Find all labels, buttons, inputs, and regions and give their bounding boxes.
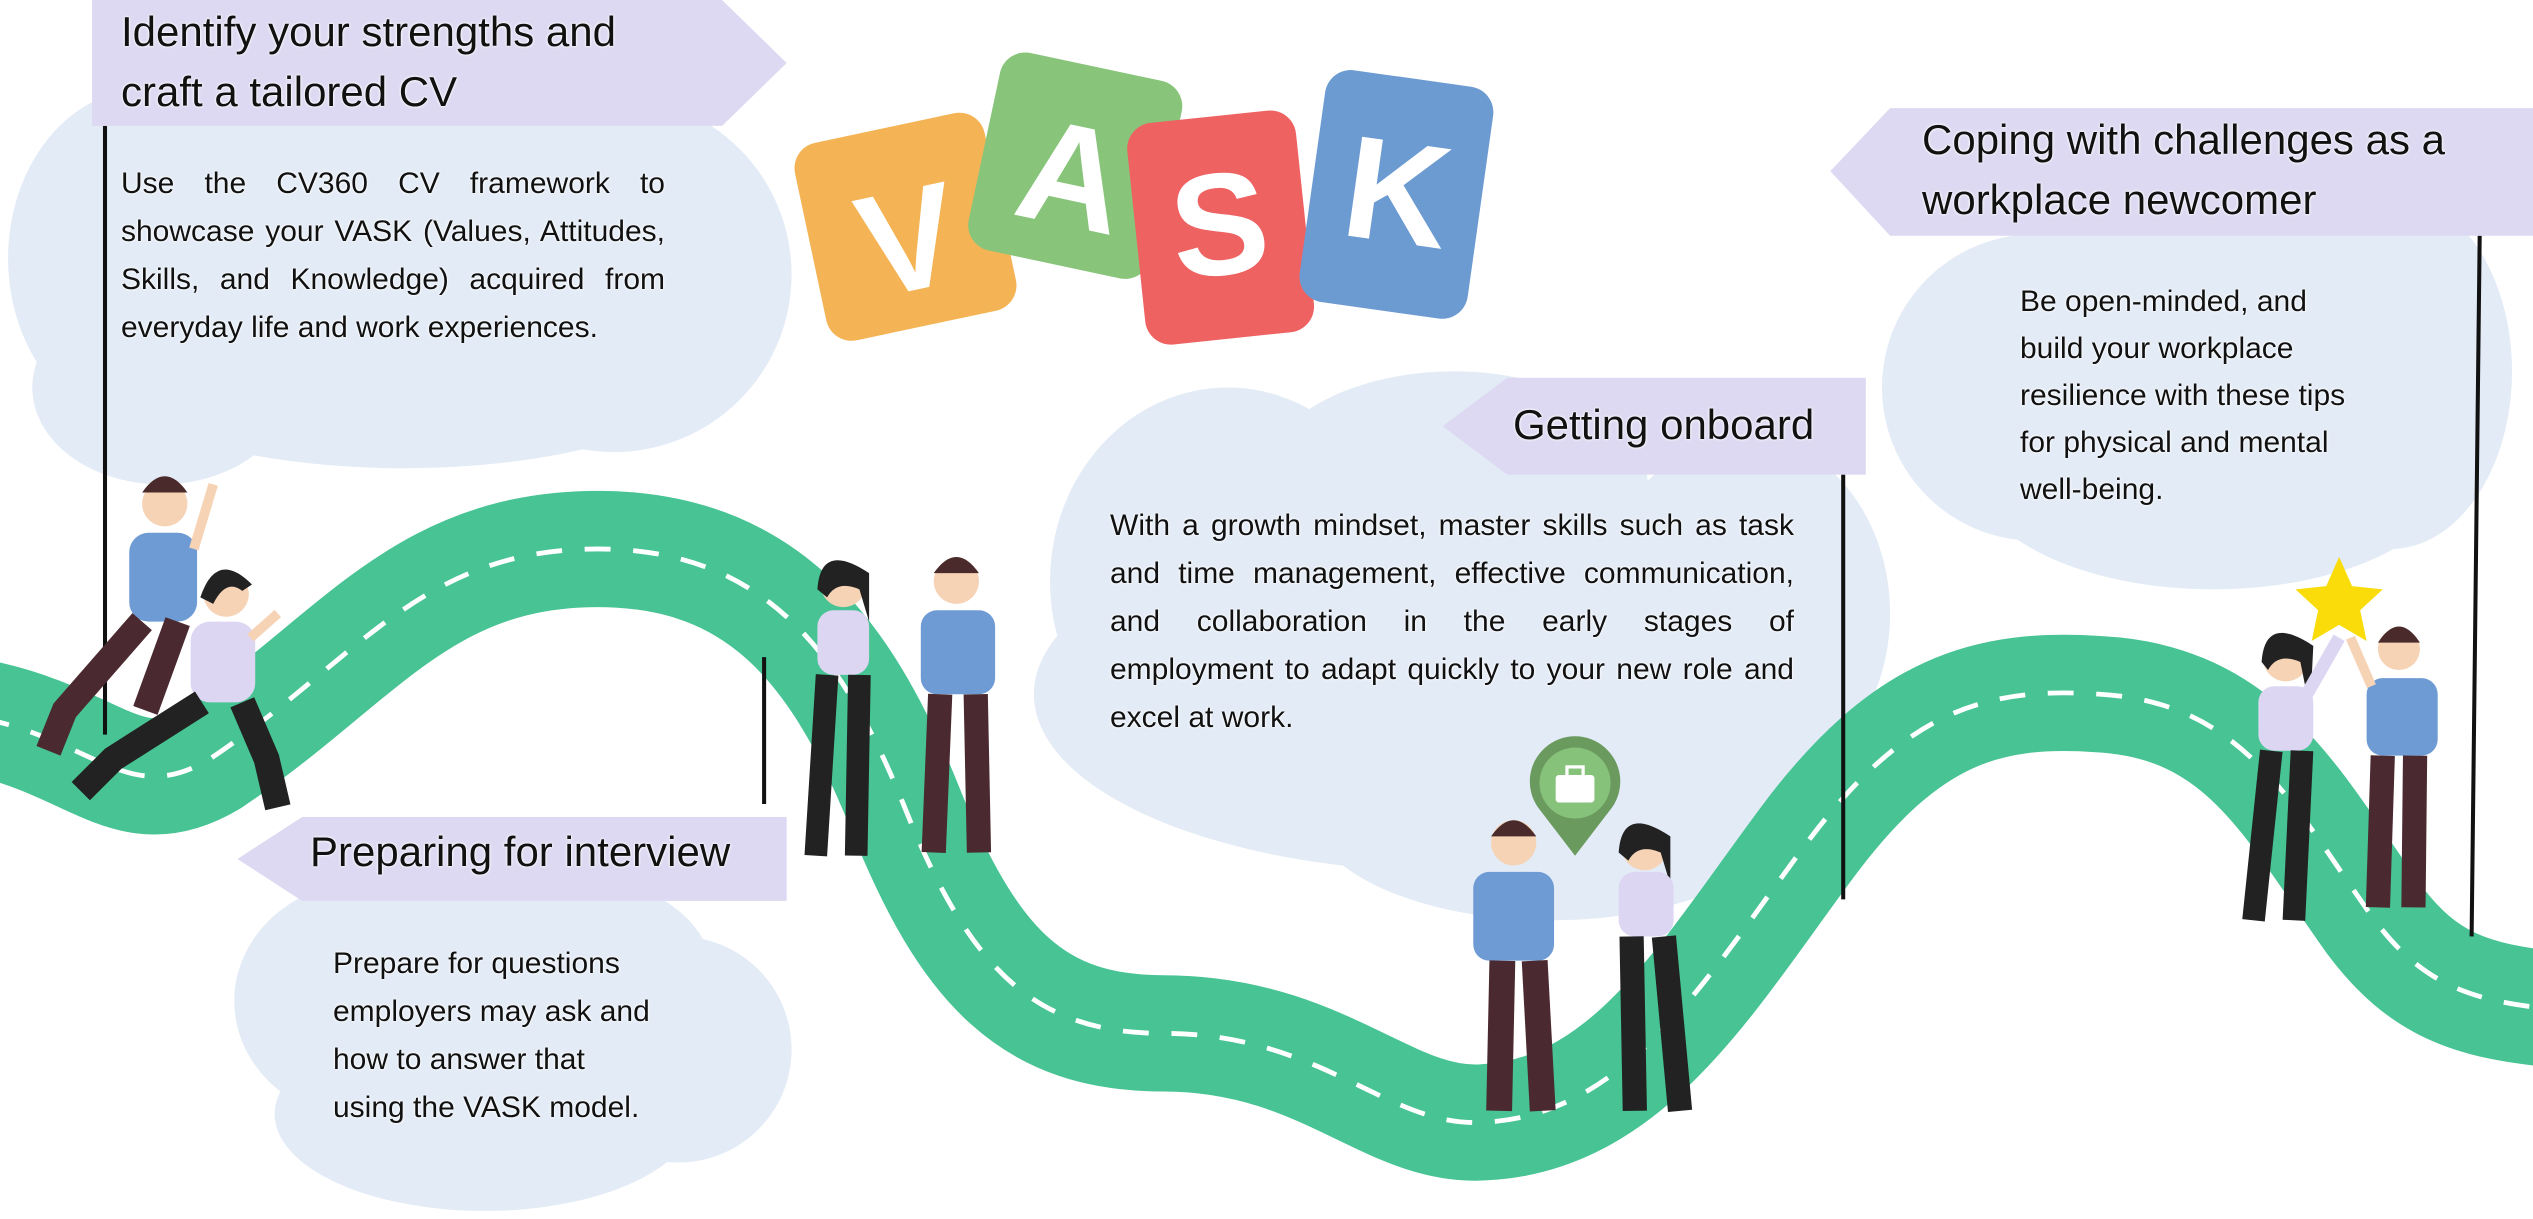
connector-lines <box>102 125 2482 937</box>
step-1-title-line: Identify your strengths and <box>121 8 616 55</box>
banner-shape-1 <box>92 0 787 126</box>
banner-shape-2 <box>237 816 787 901</box>
svg-text:K: K <box>1334 104 1461 280</box>
step-3-description: With a growth mindset, master skills suc… <box>1110 509 1794 734</box>
vask-logo: V A S K <box>794 52 1494 345</box>
banners <box>92 0 2533 901</box>
people-onboarding <box>1473 820 1693 1112</box>
step-4-line: well-being. <box>2020 473 2164 506</box>
step-2-line: how to answer that <box>333 1043 585 1076</box>
step-1-description: Use the CV360 CV framework to showcase y… <box>121 167 665 344</box>
cloud-2 <box>234 863 792 1211</box>
step-4-line: for physical and mental <box>2020 426 2329 459</box>
svg-text:S: S <box>1163 138 1276 310</box>
step-4-title-line: Coping with challenges as a <box>1922 116 2445 163</box>
people-celebrating <box>2242 557 2438 922</box>
people-running <box>36 476 291 811</box>
cloud-4 <box>1881 193 2512 590</box>
banner-shape-4 <box>1830 108 2533 236</box>
step-2-line: employers may ask and <box>333 995 650 1028</box>
step-4-title-line: workplace newcomer <box>1922 176 2317 223</box>
step-2-line: using the VASK model. <box>333 1091 640 1124</box>
people-standing-pair <box>804 557 996 857</box>
step-2-title: Preparing for interview <box>310 828 731 875</box>
step-4-line: Be open-minded, and <box>2020 285 2307 318</box>
banner-shape-3 <box>1442 377 1866 475</box>
step-4-description: Be open-minded, and build your workplace… <box>2020 278 2440 513</box>
step-1-title-line: craft a tailored CV <box>121 68 458 115</box>
road <box>0 490 2533 1181</box>
step-4-line: resilience with these tips <box>2020 379 2346 412</box>
step-1-title: Identify your strengths and craft a tail… <box>121 2 761 122</box>
location-pin-briefcase-icon <box>1529 736 1621 856</box>
step-3-title: Getting onboard <box>1513 401 1815 448</box>
step-2-line: Prepare for questions <box>333 947 620 980</box>
road-lane-markings <box>0 546 2533 1125</box>
star-icon <box>2295 557 2383 641</box>
step-4-line: build your workplace <box>2020 332 2294 365</box>
step-4-title: Coping with challenges as a workplace ne… <box>1922 110 2522 230</box>
step-2-description: Prepare for questions employers may ask … <box>333 940 753 1132</box>
